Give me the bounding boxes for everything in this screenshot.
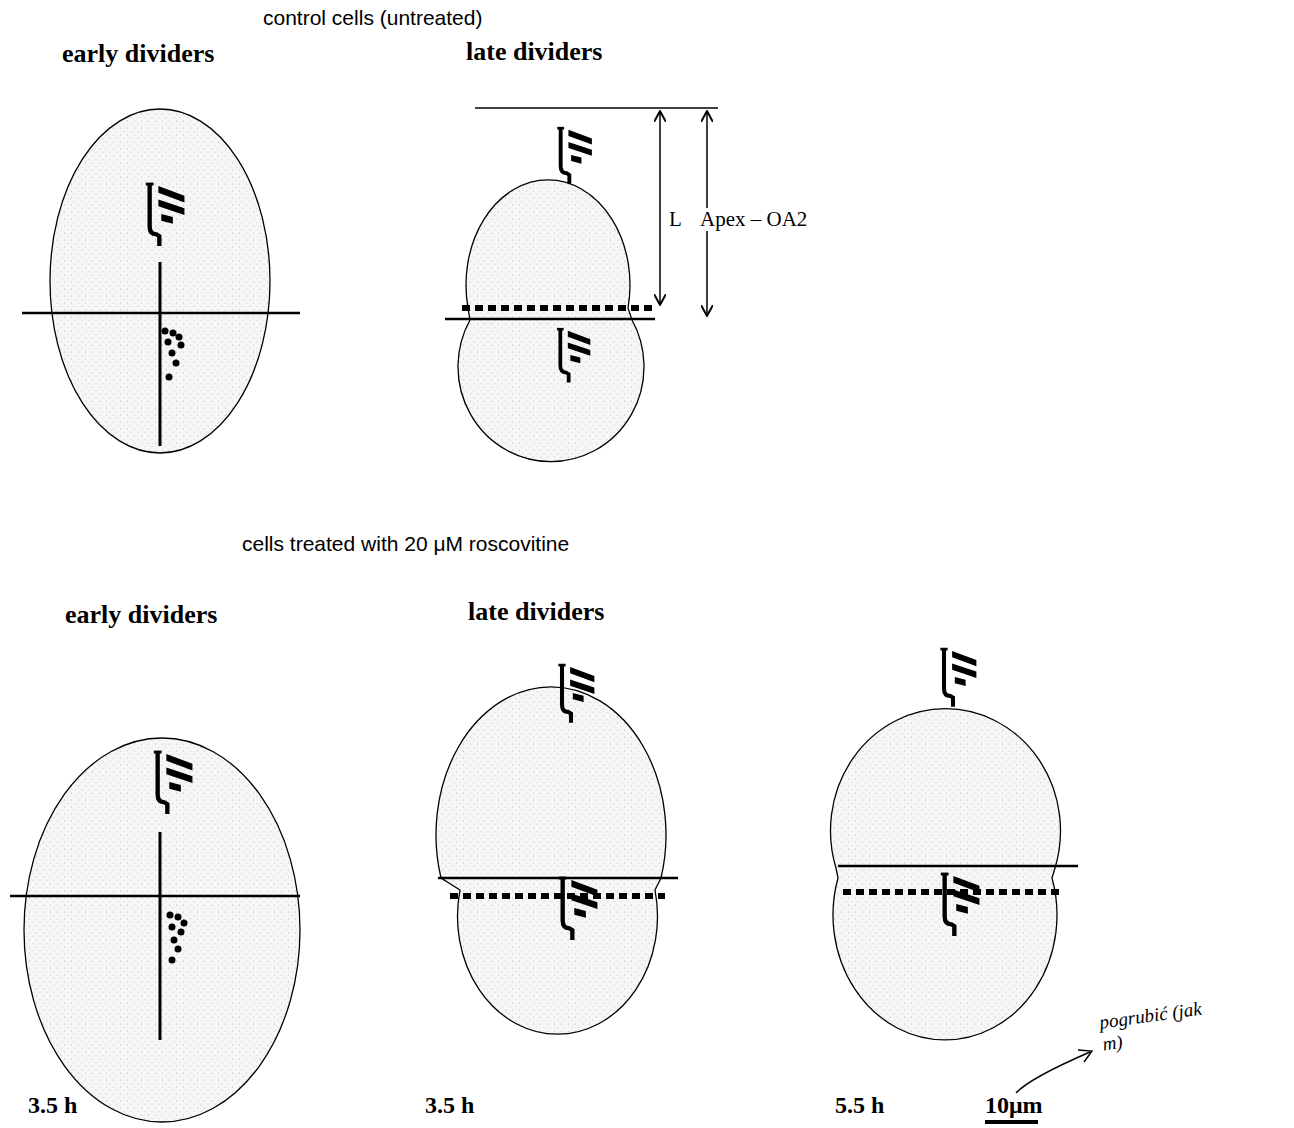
section-heading: cells treated with 20 μM roscovitine [242,532,569,555]
group-label: early dividers [62,40,214,69]
group-label: early dividers [65,601,217,630]
treated-late-divider-cell [831,649,1079,1040]
dimension-label: L [669,208,682,231]
group-label: late dividers [466,38,603,67]
time-label: 5.5 h [835,1093,884,1117]
group-label: late dividers [468,598,605,627]
section-heading: control cells (untreated) [263,6,482,29]
late-divider-cell [445,108,718,462]
scale-bar [985,1120,1038,1124]
early-divider-cell [22,109,300,453]
annotation-arrow [1016,1052,1090,1093]
annotation-arrowhead [1078,1050,1092,1062]
time-label: 3.5 h [28,1093,77,1117]
dimension-label: Apex – OA2 [698,208,809,231]
scale-label: 10μm [985,1093,1043,1117]
treated-early-divider-cell [10,738,300,1122]
treated-late-divider-cell [436,665,678,1034]
handwritten-note: pogrubić (jak m) [1098,997,1213,1056]
time-label: 3.5 h [425,1093,474,1117]
